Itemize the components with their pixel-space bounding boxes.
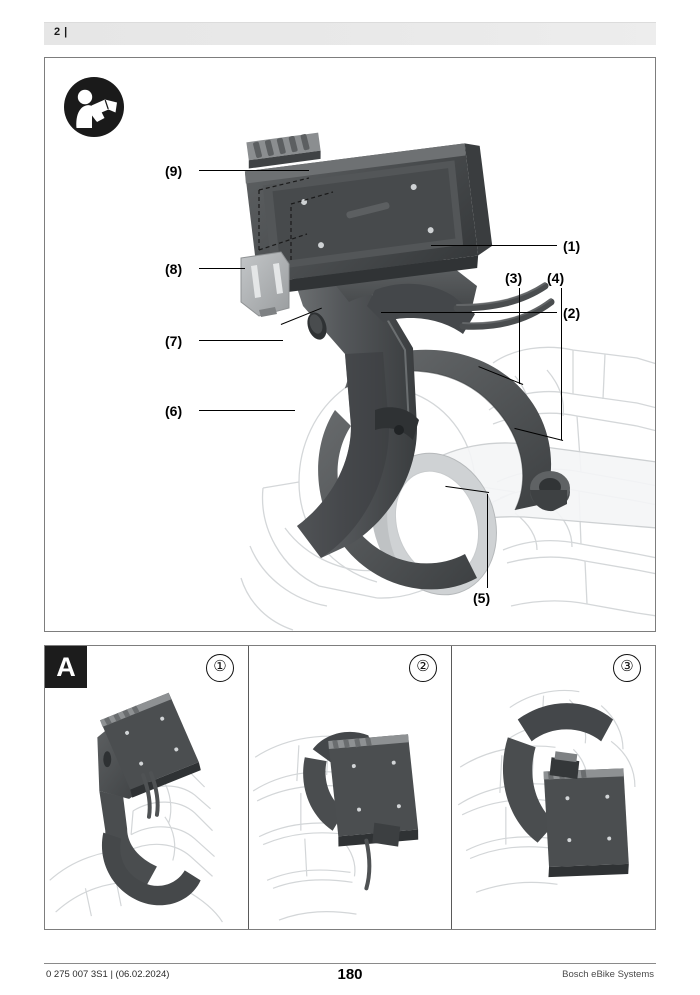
- step-number-2: ②: [409, 654, 437, 682]
- callout-label-9: (9): [165, 163, 183, 179]
- step-number-1: ①: [206, 654, 234, 682]
- step-two-illustration: [252, 731, 419, 921]
- mount-assembly-illustration: [240, 132, 655, 631]
- page-header-bar: 2 |: [44, 22, 656, 45]
- callout-label-3: (3): [505, 270, 523, 286]
- header-page-label: 2 |: [54, 26, 68, 38]
- step-panel-1: ①: [45, 646, 248, 929]
- footer-page-number: 180: [337, 966, 363, 983]
- callout-leader-7: [199, 340, 283, 342]
- callout-label-7: (7): [165, 333, 183, 349]
- step-group-badge: A: [45, 646, 87, 688]
- step-three-illustration: [457, 689, 636, 893]
- callout-leader-1: [431, 245, 557, 247]
- callout-label-2: (2): [563, 305, 581, 321]
- callout-leader-3-vert: [519, 288, 521, 384]
- callout-leader-2: [381, 312, 557, 314]
- callout-leader-8: [199, 268, 245, 270]
- callout-leader-6: [199, 410, 295, 412]
- callout-label-6: (6): [165, 403, 183, 419]
- main-figure-box: (9) (8) (7) (6) (1) (2) (3) (4) (5): [44, 57, 656, 632]
- callout-label-4: (4): [547, 270, 565, 286]
- footer-company-name: Bosch eBike Systems: [562, 969, 654, 980]
- callout-label-8: (8): [165, 261, 183, 277]
- callout-leader-5-vert: [487, 494, 489, 588]
- step-sequence-box: A ①: [44, 645, 656, 930]
- step-panel-2: ②: [248, 646, 451, 929]
- callout-leader-9: [199, 170, 309, 172]
- read-manual-icon: [63, 76, 125, 138]
- step-number-3: ③: [613, 654, 641, 682]
- step-panel-3: ③: [451, 646, 655, 929]
- step-one-illustration: [49, 692, 223, 923]
- callout-label-5: (5): [473, 590, 491, 606]
- footer-divider: [44, 963, 656, 964]
- callout-label-1: (1): [563, 238, 581, 254]
- callout-leader-4-vert: [561, 288, 563, 440]
- footer-document-id: 0 275 007 3S1 | (06.02.2024): [46, 969, 170, 980]
